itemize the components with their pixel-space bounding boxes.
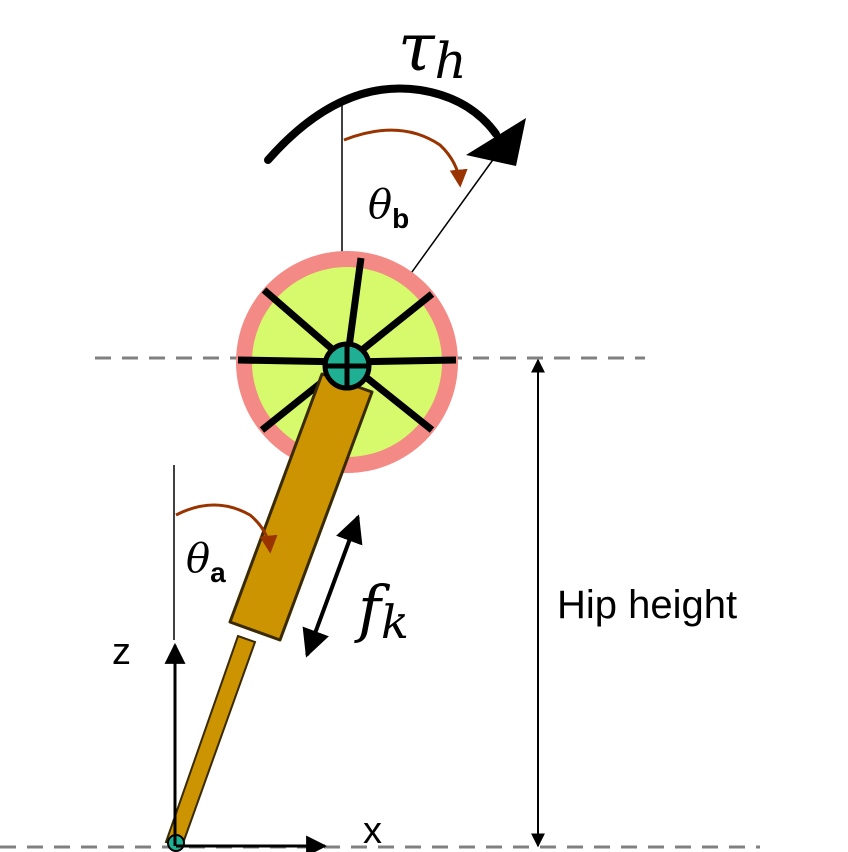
svg-text:τh: τh bbox=[398, 9, 467, 90]
leg-lower-rod bbox=[164, 634, 257, 848]
theta-b-subscript: b bbox=[392, 203, 409, 234]
hip-height-label: Hip height bbox=[557, 583, 737, 627]
hip-torque-arrow bbox=[264, 84, 500, 164]
theta-a-arc bbox=[175, 503, 278, 554]
theta-b-arc bbox=[343, 128, 468, 188]
f-k-subscript: k bbox=[381, 595, 409, 649]
svg-text:θa: θa bbox=[186, 536, 226, 588]
svg-text:fk: fk bbox=[354, 572, 409, 649]
theta-b-label: θ bbox=[368, 182, 392, 228]
leg-force-arrow bbox=[302, 514, 363, 658]
svg-text:θb: θb bbox=[368, 182, 409, 234]
hip-torque-arrowhead bbox=[466, 118, 526, 166]
hip-hub bbox=[322, 341, 372, 391]
tau-h-label: τ bbox=[398, 9, 436, 86]
x-axis-label: x bbox=[363, 810, 382, 852]
theta-a-label: θ bbox=[186, 536, 210, 582]
tau-h-subscript: h bbox=[435, 32, 467, 90]
z-axis-label: z bbox=[112, 631, 131, 673]
theta-a-subscript: a bbox=[210, 557, 226, 588]
